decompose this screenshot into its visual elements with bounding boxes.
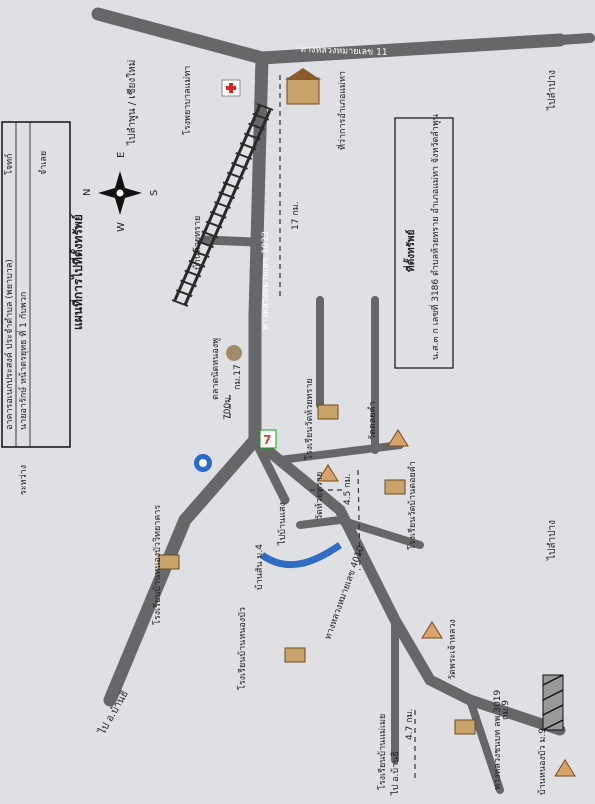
rail-tie: [201, 230, 219, 239]
road-inner-2: [296, 515, 424, 549]
rail-tie: [248, 122, 265, 131]
rail-tie: [197, 240, 214, 249]
rail-tie: [226, 171, 244, 180]
rail-tie: [175, 289, 193, 298]
rail-tie: [252, 112, 270, 121]
distance-markers: [229, 75, 416, 780]
label-km17: กม.17: [233, 364, 243, 390]
title-row2: นายอารักษ์ หน้าตรยุทธ ที่ 1 กับพวก: [16, 292, 29, 430]
map-title: แผนที่การไปที่ตั้งทรัพย์: [68, 214, 85, 330]
label-school-thai: โรงเรียนบ้านหนองบัววิทยาคาร: [152, 505, 163, 625]
rail-tie: [256, 103, 274, 111]
highway-1033-road: [248, 51, 269, 447]
title-row3-left: ระหว่าง: [19, 465, 29, 495]
compass-w: W: [116, 222, 127, 232]
railway: [171, 103, 274, 307]
rail-tie: [235, 152, 253, 160]
distance-700m: 700ม.: [223, 394, 233, 420]
road-bottom-right: [466, 696, 504, 794]
label-market: ตลาดนัดหนองพู: [211, 338, 221, 400]
school-icon-2: [384, 479, 406, 495]
label-ban-san: บ้านสัน ม.4: [254, 544, 265, 590]
title-block: อาคารอเนกประสงค์ ประจำตำบล (พยาบาล) นายอ…: [1, 121, 71, 495]
market-icon: [226, 345, 242, 361]
svg-text:7: 7: [263, 433, 271, 447]
rail-tie: [184, 269, 202, 278]
distance-17km: 17 กม.: [291, 201, 301, 230]
label-to-bantak-2: ไป อ.บ้านธิ: [390, 751, 401, 796]
road-to-bantak: [103, 433, 262, 707]
rail-tie: [239, 142, 257, 151]
label-school-mae: โรงเรียนบ้านแม่เมย: [377, 714, 388, 790]
property-line1: น.ส.๓ ก เลขที่ 3186 ตำบลห้วยทราย อำเภอแม…: [428, 114, 441, 360]
rail-tie: [218, 191, 236, 200]
label-village-9: บ้านหนองบัว ม.9: [537, 728, 548, 795]
rail-tie: [243, 132, 261, 141]
bank-icon: [194, 454, 212, 472]
label-km9: กม.9: [501, 700, 511, 720]
temple-icon-sao: [421, 621, 443, 639]
temple-icon-huai-sai: [317, 464, 339, 482]
road-ban-saeng: [250, 435, 290, 505]
road-inner-1: [276, 441, 404, 464]
rail-tie: [222, 181, 240, 190]
label-ban-hua-fai: บ้านห้วยทราย: [192, 216, 203, 270]
compass-e: E: [116, 152, 127, 158]
district-office-icon: [285, 68, 321, 105]
rail-tie: [188, 259, 206, 268]
highway-4010-road: [249, 434, 566, 736]
label-highway-1033: ทางหลวงหมายเลข 1033: [261, 231, 271, 330]
title-top-right: โจทก์: [3, 154, 15, 176]
water-body: [259, 542, 342, 568]
school-icon-1: [317, 404, 339, 420]
label-school-wat: โรงเรียนวัดห้วยทราย: [304, 378, 315, 460]
label-school-nong: โรงเรียนบ้านหนองบัว: [237, 607, 248, 690]
label-to-lampang-bottom: ไปลำปาง: [546, 520, 558, 561]
rail-tie: [171, 299, 189, 307]
label-school-doi: โรงเรียนวัดบ้านดอยคำ: [407, 461, 418, 550]
property-parcel: [542, 674, 564, 731]
rail-tie: [231, 161, 248, 170]
temple-icon-doi: [387, 429, 409, 447]
store-icon: 7: [259, 429, 277, 449]
rail-tie: [180, 279, 197, 288]
label-highway-11: ทางหลวงหมายเลข 11: [300, 45, 388, 58]
rail-tie: [209, 210, 227, 219]
compass-n: N: [82, 189, 93, 196]
road-lampang-top: [555, 33, 595, 45]
rail-tie: [192, 250, 210, 258]
hospital-icon: [221, 79, 241, 97]
label-to-lampang-top: ไปลำปาง: [546, 70, 558, 111]
rail-tie: [205, 220, 223, 229]
label-wat-sao-luang: วัดพระเจ้าหลวง: [447, 619, 458, 680]
label-to-bansaeng: ไปบ้านแสง: [277, 502, 288, 546]
school-icon-4: [284, 647, 306, 663]
label-road-3019: ทางหลวงชนบท ลพ.3019: [493, 689, 503, 790]
temple-icon-bottom: [554, 759, 576, 777]
rail-tie: [214, 201, 231, 209]
property-box: ที่ตั้งทรัพย์ น.ส.๓ ก เลขที่ 3186 ตำบลห้…: [394, 114, 454, 369]
school-icon-5: [454, 719, 476, 735]
distance-4-7km: 4.7 กม.: [405, 709, 415, 740]
compass-rose-icon: [98, 171, 142, 215]
title-row3-right: จำเลย: [38, 151, 49, 175]
compass-s: S: [149, 190, 160, 196]
label-hospital: โรงพยาบาลแม่ทา: [182, 66, 193, 135]
label-highway-4010: ทางหลวงหมายเลข 4010: [323, 544, 366, 641]
distance-4-5km: 4.5 กม.: [343, 474, 353, 505]
label-wat-huai-sai: วัดห้วยทราย: [314, 472, 325, 520]
label-wat-doi: วัดดอยคำ: [367, 402, 378, 441]
label-to-chiangmai: ไปลำพูน / เชียงใหม่: [126, 60, 138, 146]
school-icon-3: [158, 554, 180, 570]
label-district-office: ที่ว่าการอำเภอแม่ทา: [335, 71, 348, 150]
property-heading: ที่ตั้งทรัพย์: [403, 229, 417, 272]
title-row1: อาคารอเนกประสงค์ ประจำตำบล (พยาบาล): [3, 259, 15, 430]
